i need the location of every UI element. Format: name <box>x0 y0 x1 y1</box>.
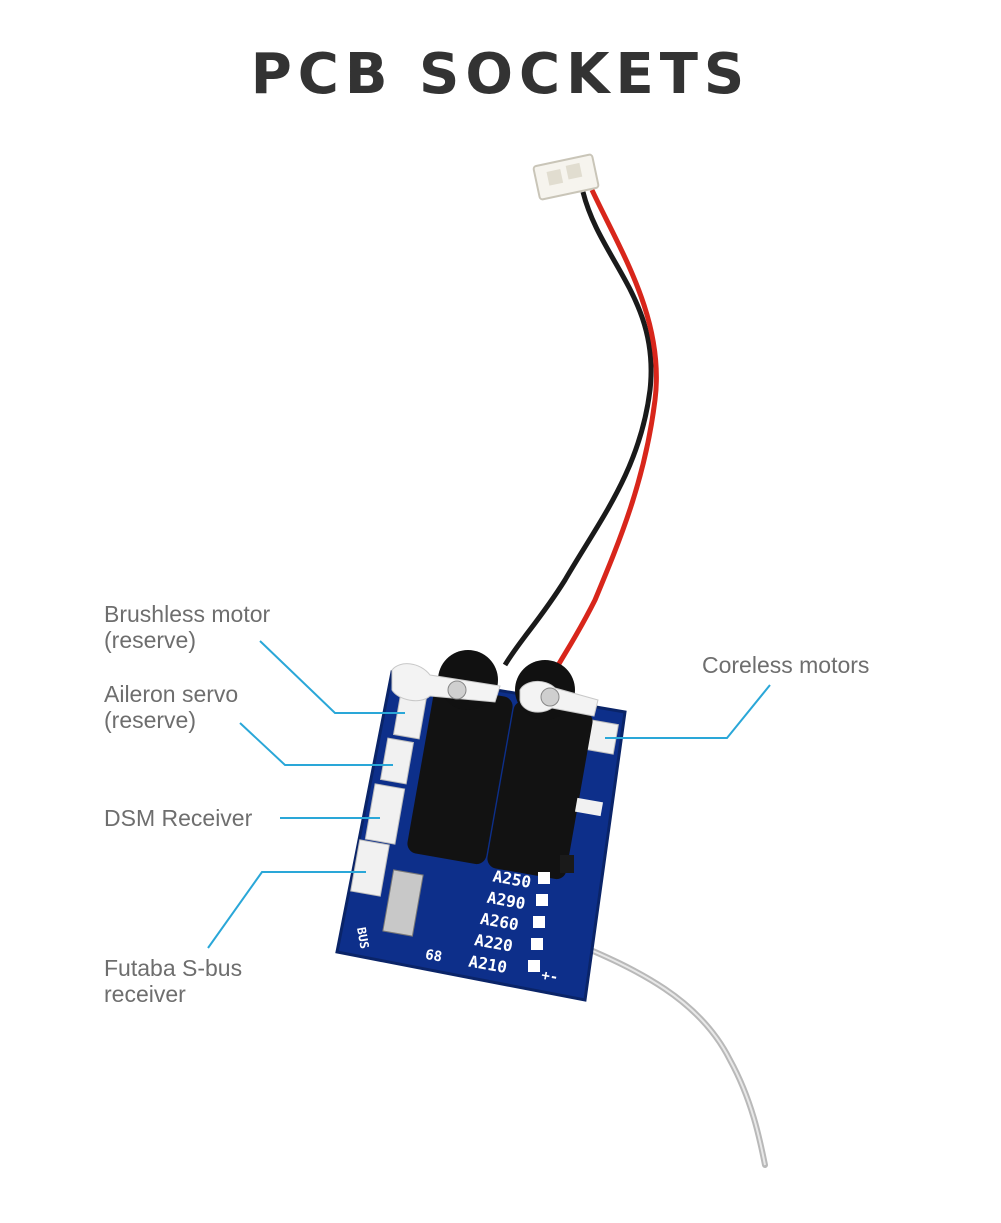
silk-polarity: +- <box>540 967 559 986</box>
red-wire <box>547 188 659 682</box>
leader-aileron <box>239 722 393 766</box>
antenna-wire <box>564 937 768 1168</box>
label-aileron-servo: Aileron servo (reserve) <box>104 681 239 733</box>
socket-aileron <box>379 737 415 785</box>
label-dsm-receiver: DSM Receiver <box>104 805 253 831</box>
silk-bus: BUS <box>354 926 372 950</box>
servo-left <box>391 650 513 865</box>
servo-right <box>487 660 599 880</box>
label-brushless-motor: Brushless motor (reserve) <box>104 601 271 653</box>
leader-lines <box>207 640 771 949</box>
socket-dsm <box>364 783 406 845</box>
silk-68: 68 <box>424 947 443 966</box>
label-coreless-motors: Coreless motors <box>702 652 870 678</box>
pcb-board: A250 A290 A260 A220 A210 68 +- BUS <box>335 650 627 1002</box>
leader-futaba <box>207 871 366 949</box>
jst-connector <box>532 153 600 201</box>
black-wire <box>502 191 654 667</box>
socket-futaba <box>350 839 390 897</box>
page-title: PCB SOCKETS <box>250 42 751 107</box>
power-wires <box>502 188 659 682</box>
leader-brushless <box>259 640 405 714</box>
label-futaba-sbus: Futaba S-bus receiver <box>104 955 243 1007</box>
leader-coreless <box>605 684 771 739</box>
